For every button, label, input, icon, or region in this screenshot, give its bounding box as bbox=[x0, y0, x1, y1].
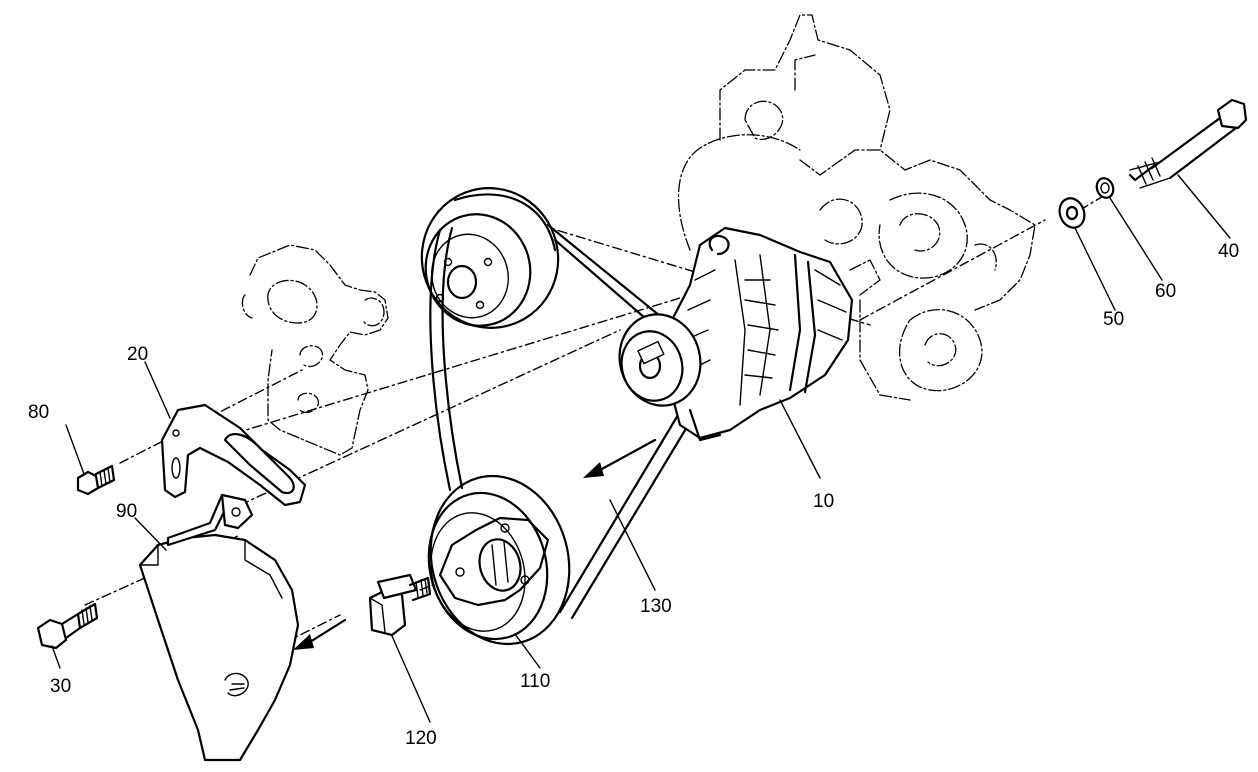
callout-50: 50 bbox=[1103, 309, 1124, 330]
callout-130: 130 bbox=[640, 596, 672, 617]
callout-20: 20 bbox=[127, 344, 148, 365]
bolt-30 bbox=[36, 602, 99, 650]
callout-80: 80 bbox=[28, 402, 49, 423]
adjusting-bracket bbox=[160, 403, 307, 507]
callout-60: 60 bbox=[1155, 281, 1176, 302]
washer-50 bbox=[1058, 197, 1086, 229]
direction-arrows bbox=[293, 438, 657, 650]
callout-labels: 20 80 90 30 10 130 110 120 40 50 60 bbox=[28, 241, 1239, 749]
water-pump-housing-ghost bbox=[241, 244, 389, 456]
callout-10: 10 bbox=[813, 491, 834, 512]
bolt-80 bbox=[76, 464, 116, 496]
leader-lines bbox=[51, 174, 1231, 723]
bolt-120 bbox=[368, 573, 432, 637]
callout-40: 40 bbox=[1218, 241, 1239, 262]
crankshaft-pulley bbox=[427, 474, 571, 646]
engine-block-ghost bbox=[677, 14, 1036, 401]
callout-30: 30 bbox=[50, 676, 71, 697]
alternator bbox=[618, 226, 854, 442]
callout-110: 110 bbox=[520, 671, 550, 692]
belt-cover bbox=[138, 493, 300, 762]
callout-120: 120 bbox=[405, 728, 437, 749]
bolt-40 bbox=[1128, 98, 1248, 189]
lock-washer-60 bbox=[1095, 177, 1115, 199]
callout-90: 90 bbox=[116, 501, 137, 522]
